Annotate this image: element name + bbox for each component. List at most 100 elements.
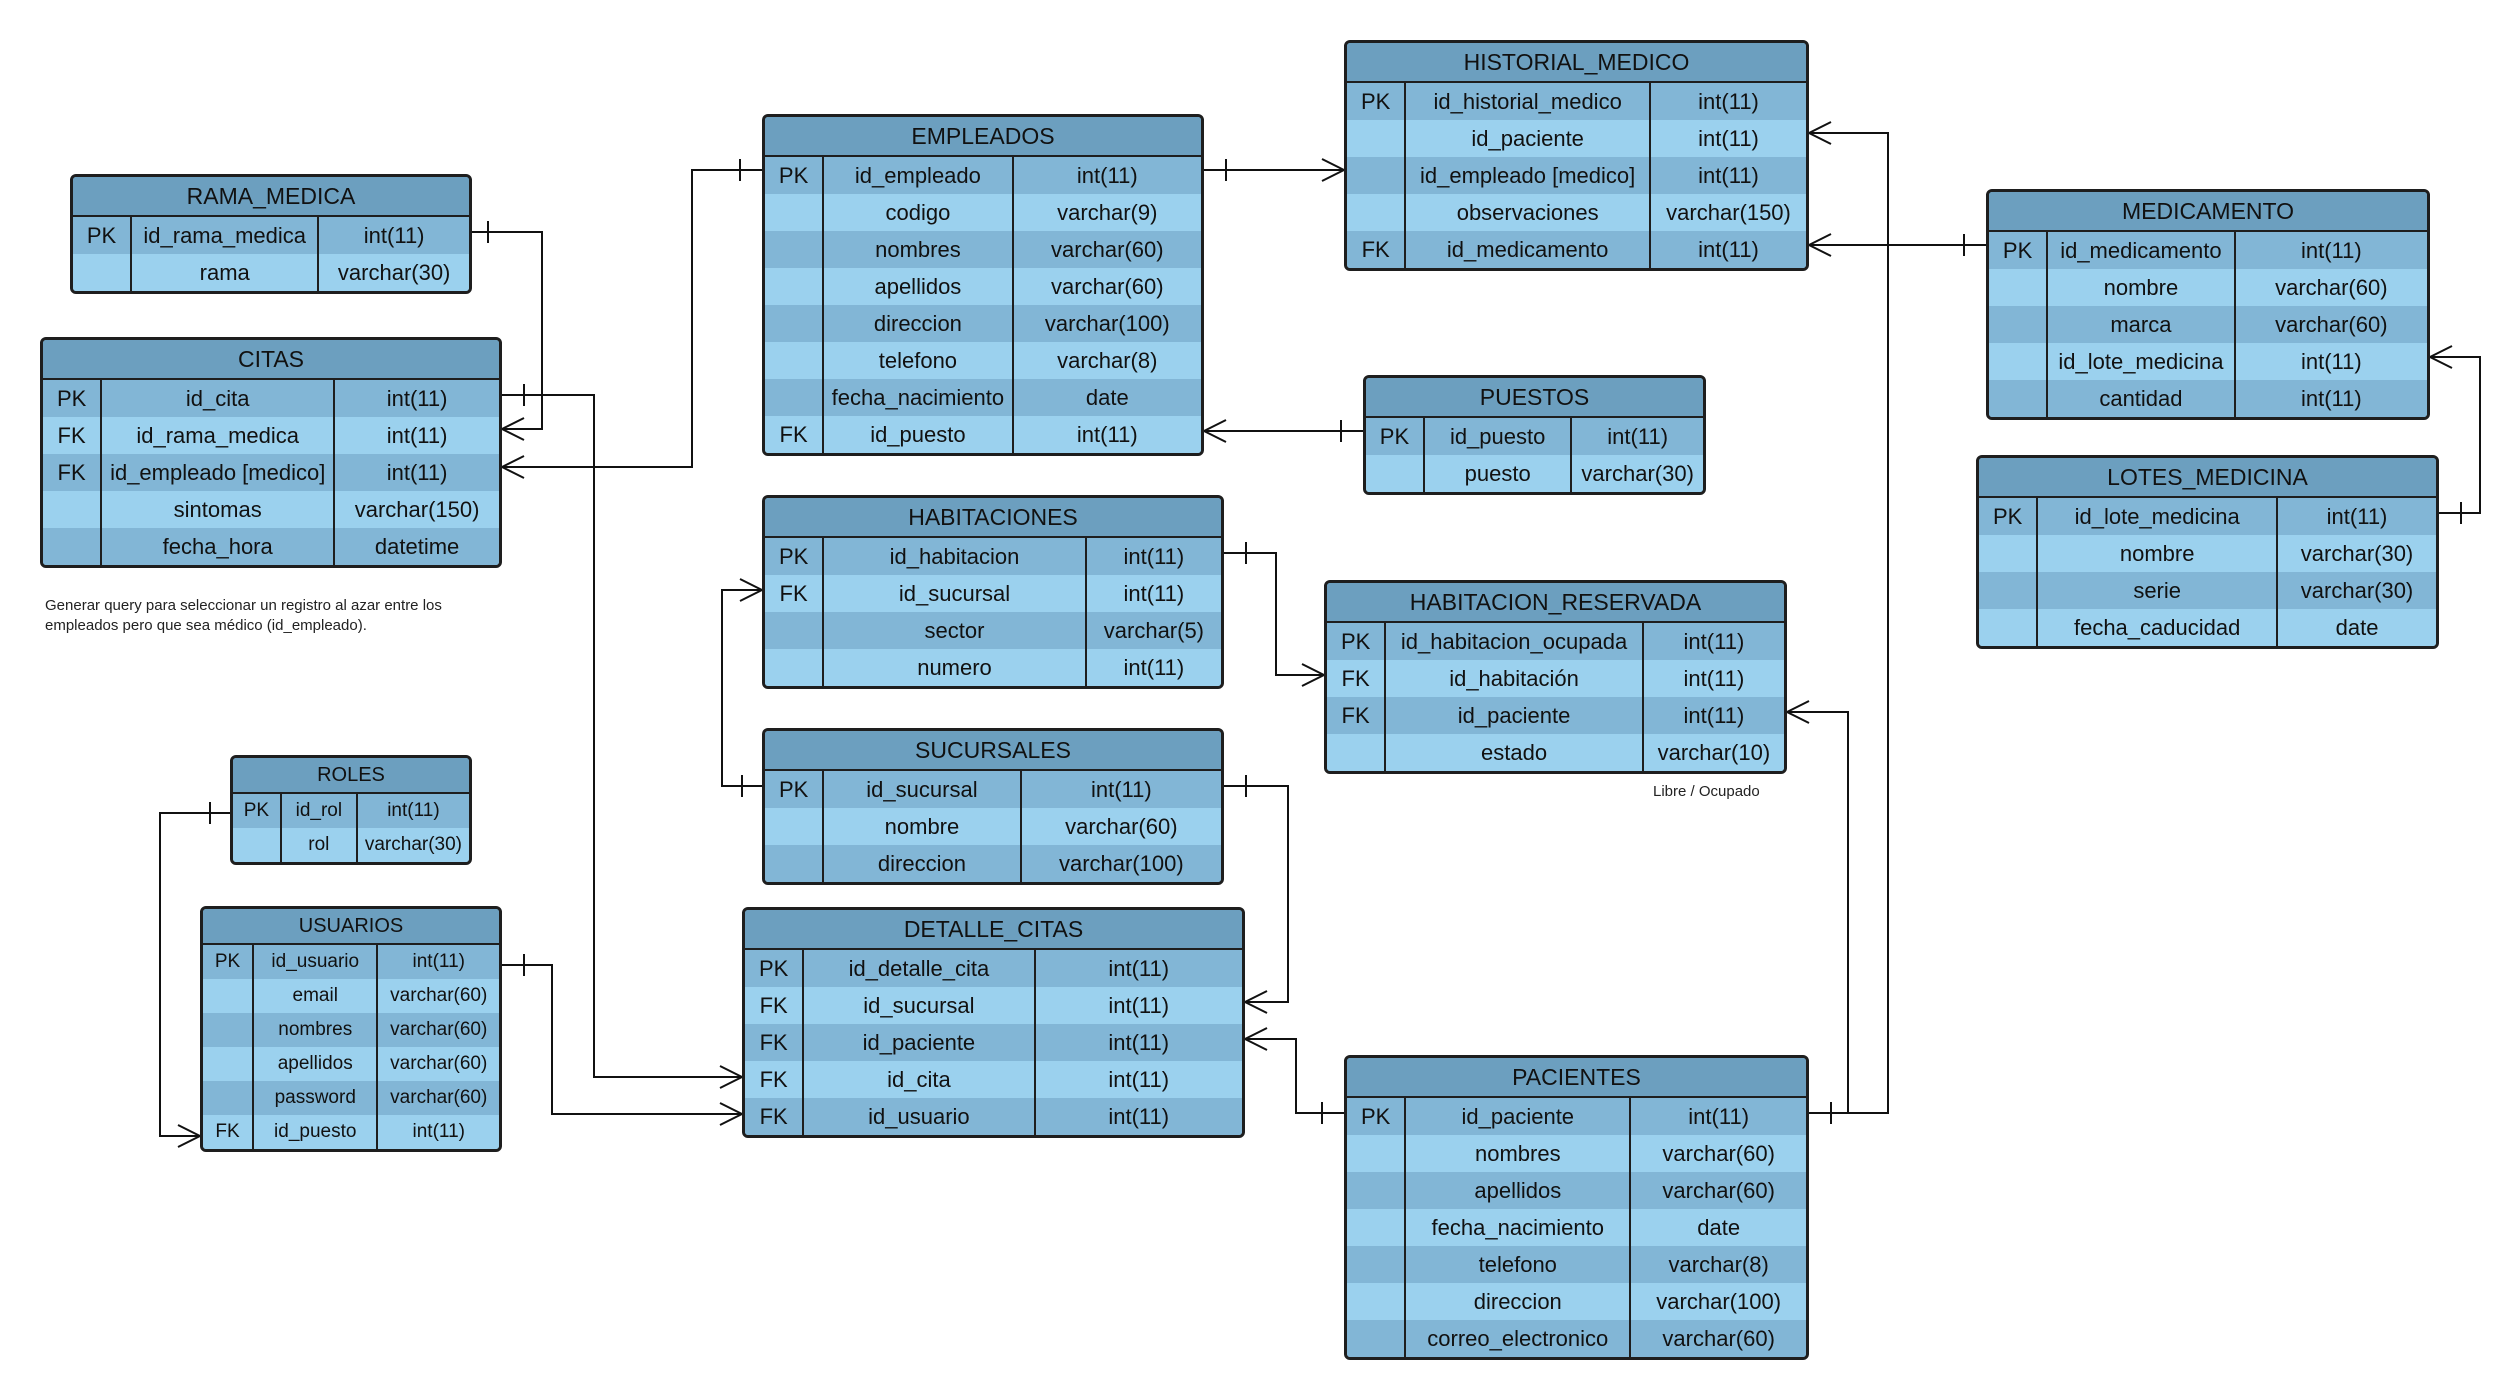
key-cell [1989, 269, 2049, 306]
field-row[interactable]: id_empleado [medico]int(11) [1347, 157, 1806, 194]
field-type: int(11) [386, 460, 448, 485]
field-type: varchar(60) [390, 1087, 488, 1108]
key-cell [765, 845, 825, 882]
field-type: varchar(10) [1657, 740, 1771, 765]
field-name: id_lote_medicina [2038, 498, 2279, 535]
field-type: int(11) [386, 386, 448, 411]
field-type: varchar(8) [1668, 1252, 1769, 1277]
key-cell [765, 649, 825, 686]
table-title: LOTES_MEDICINA [1979, 458, 2436, 498]
field-type: int(11) [1698, 89, 1759, 114]
field-name: fecha_hora [102, 528, 336, 565]
key-cell [1979, 609, 2039, 646]
field-row[interactable]: estado varchar(10) [1327, 734, 1784, 771]
key-cell: PK [1347, 1098, 1407, 1135]
field-type: int(11) [1683, 629, 1745, 654]
field-type: varchar(60) [2275, 312, 2388, 337]
key-cell: FK [203, 1115, 254, 1149]
field-name: id_sucursal [824, 575, 1087, 612]
relation-medicamento-lotes [2430, 356, 2481, 514]
key-cell [765, 342, 825, 379]
field-name: nombres [254, 1013, 379, 1047]
key-cell: FK [1347, 231, 1407, 268]
field-name: estado [1386, 734, 1644, 771]
field-type: int(11) [1076, 163, 1138, 188]
